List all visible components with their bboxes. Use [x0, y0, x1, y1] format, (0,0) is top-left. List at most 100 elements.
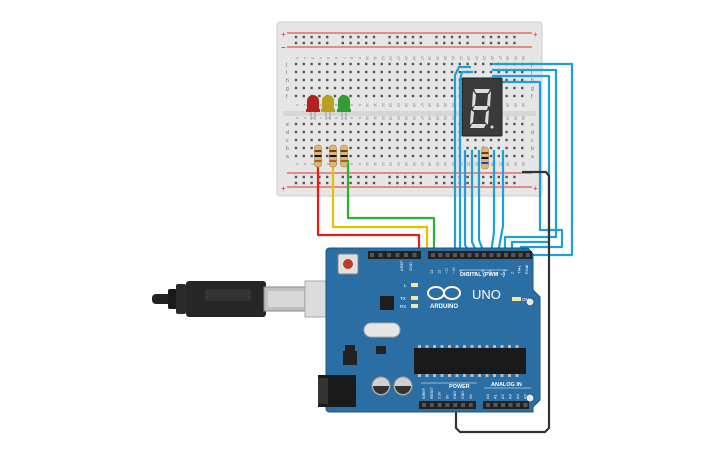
power-pin-label: 3.3V	[438, 391, 442, 399]
column-number: 15	[404, 116, 408, 120]
column-number: 13	[389, 56, 393, 60]
led-yellow[interactable]	[321, 95, 335, 120]
resistor[interactable]	[329, 144, 337, 168]
column-number: 21	[451, 56, 455, 60]
rail-minus-label: −	[281, 43, 286, 52]
row-letter: g	[531, 86, 534, 92]
row-letter: a	[286, 154, 289, 160]
led-rx-label: RX	[400, 304, 406, 309]
column-number: 4	[318, 117, 322, 119]
column-number: 18	[428, 162, 432, 166]
column-number: 20	[443, 162, 447, 166]
analog-pin-label: A5	[523, 393, 528, 399]
column-number: 9	[357, 57, 361, 59]
column-number: 12	[381, 56, 385, 60]
column-number: 17	[420, 162, 424, 166]
usb-chip	[380, 296, 394, 310]
wire-blue-j[interactable]	[492, 80, 564, 249]
column-number: 19	[435, 56, 439, 60]
led-red[interactable]	[306, 95, 320, 120]
resistor[interactable]	[314, 144, 322, 168]
resistor[interactable]	[481, 146, 489, 170]
column-number: 14	[396, 162, 400, 166]
row-letter: d	[531, 130, 534, 136]
column-number: 30	[521, 162, 525, 166]
column-number: 7	[342, 117, 346, 119]
column-number: 14	[396, 116, 400, 120]
column-number: 17	[420, 116, 424, 120]
center-channel	[283, 111, 536, 116]
digital-pin-label: RX◂0	[525, 265, 529, 274]
column-number: 6	[334, 117, 338, 119]
aref-label: AREF	[399, 260, 404, 271]
column-number: 12	[381, 103, 385, 107]
column-number: 16	[412, 103, 416, 107]
digital-pin-label: 2	[510, 272, 514, 274]
digital-pin-label: 8	[467, 272, 471, 274]
wire-blue-h[interactable]	[492, 68, 558, 253]
mcu-pins	[418, 345, 519, 377]
digital-header-pins	[370, 253, 530, 257]
column-number: 13	[389, 103, 393, 107]
column-number: 7	[342, 57, 346, 59]
column-number: 28	[506, 56, 510, 60]
led-rx	[411, 304, 418, 308]
wire-yellow[interactable]	[331, 160, 429, 253]
column-number: 16	[412, 116, 416, 120]
power-pin-label: GND	[461, 391, 465, 399]
arduino-logo: ARDUINO UNO	[427, 286, 501, 310]
power-pin-label: RESET	[430, 386, 434, 399]
row-letter: j	[285, 62, 287, 68]
column-number: 10	[365, 162, 369, 166]
power-pin-label: IOREF	[422, 387, 426, 399]
power-pin-label: Vin	[469, 394, 473, 399]
column-number: 11	[373, 103, 377, 107]
row-letter: b	[286, 146, 289, 152]
column-number: 29	[513, 162, 517, 166]
on-label: ON	[522, 297, 529, 302]
column-number: 2	[303, 104, 307, 106]
column-number: 5	[326, 57, 330, 59]
column-number: 13	[389, 162, 393, 166]
row-letter: c	[531, 138, 534, 144]
column-number: 9	[357, 163, 361, 165]
wire-red[interactable]	[316, 160, 421, 253]
wire-blue-a[interactable]	[453, 65, 471, 253]
wire-blue-g[interactable]	[496, 150, 505, 254]
wire-green[interactable]	[346, 160, 436, 253]
resistor[interactable]	[340, 144, 348, 168]
led-green[interactable]	[337, 95, 351, 120]
column-number: 9	[357, 104, 361, 106]
column-number: 4	[318, 104, 322, 106]
column-number: 20	[443, 116, 447, 120]
column-number: 19	[435, 162, 439, 166]
column-number: 8	[350, 104, 354, 106]
column-number: 24	[474, 162, 478, 166]
resistors	[314, 144, 489, 170]
column-number: 15	[404, 162, 408, 166]
row-letter: f	[286, 94, 288, 100]
column-number: 18	[428, 103, 432, 107]
wire-black-gnd[interactable]	[454, 170, 551, 434]
gnd-label: GND	[408, 262, 413, 271]
seven-segment-display[interactable]: 8	[461, 77, 503, 137]
column-number: 8	[350, 57, 354, 59]
column-number: 1	[295, 117, 299, 119]
regulator	[343, 351, 357, 365]
column-number: 13	[389, 116, 393, 120]
column-number: 11	[373, 116, 377, 120]
row-letter: g	[286, 86, 289, 92]
analog-pin-label: A0	[485, 393, 490, 399]
column-number: 8	[350, 117, 354, 119]
column-number: 21	[451, 116, 455, 120]
wire-blue-f[interactable]	[489, 150, 496, 254]
column-number: 1	[295, 163, 299, 165]
row-letter: h	[286, 78, 289, 84]
analog-label: ANALOG IN	[491, 382, 522, 388]
column-number: 20	[443, 103, 447, 107]
column-number: 22	[459, 56, 463, 60]
row-letter: i	[531, 70, 532, 76]
